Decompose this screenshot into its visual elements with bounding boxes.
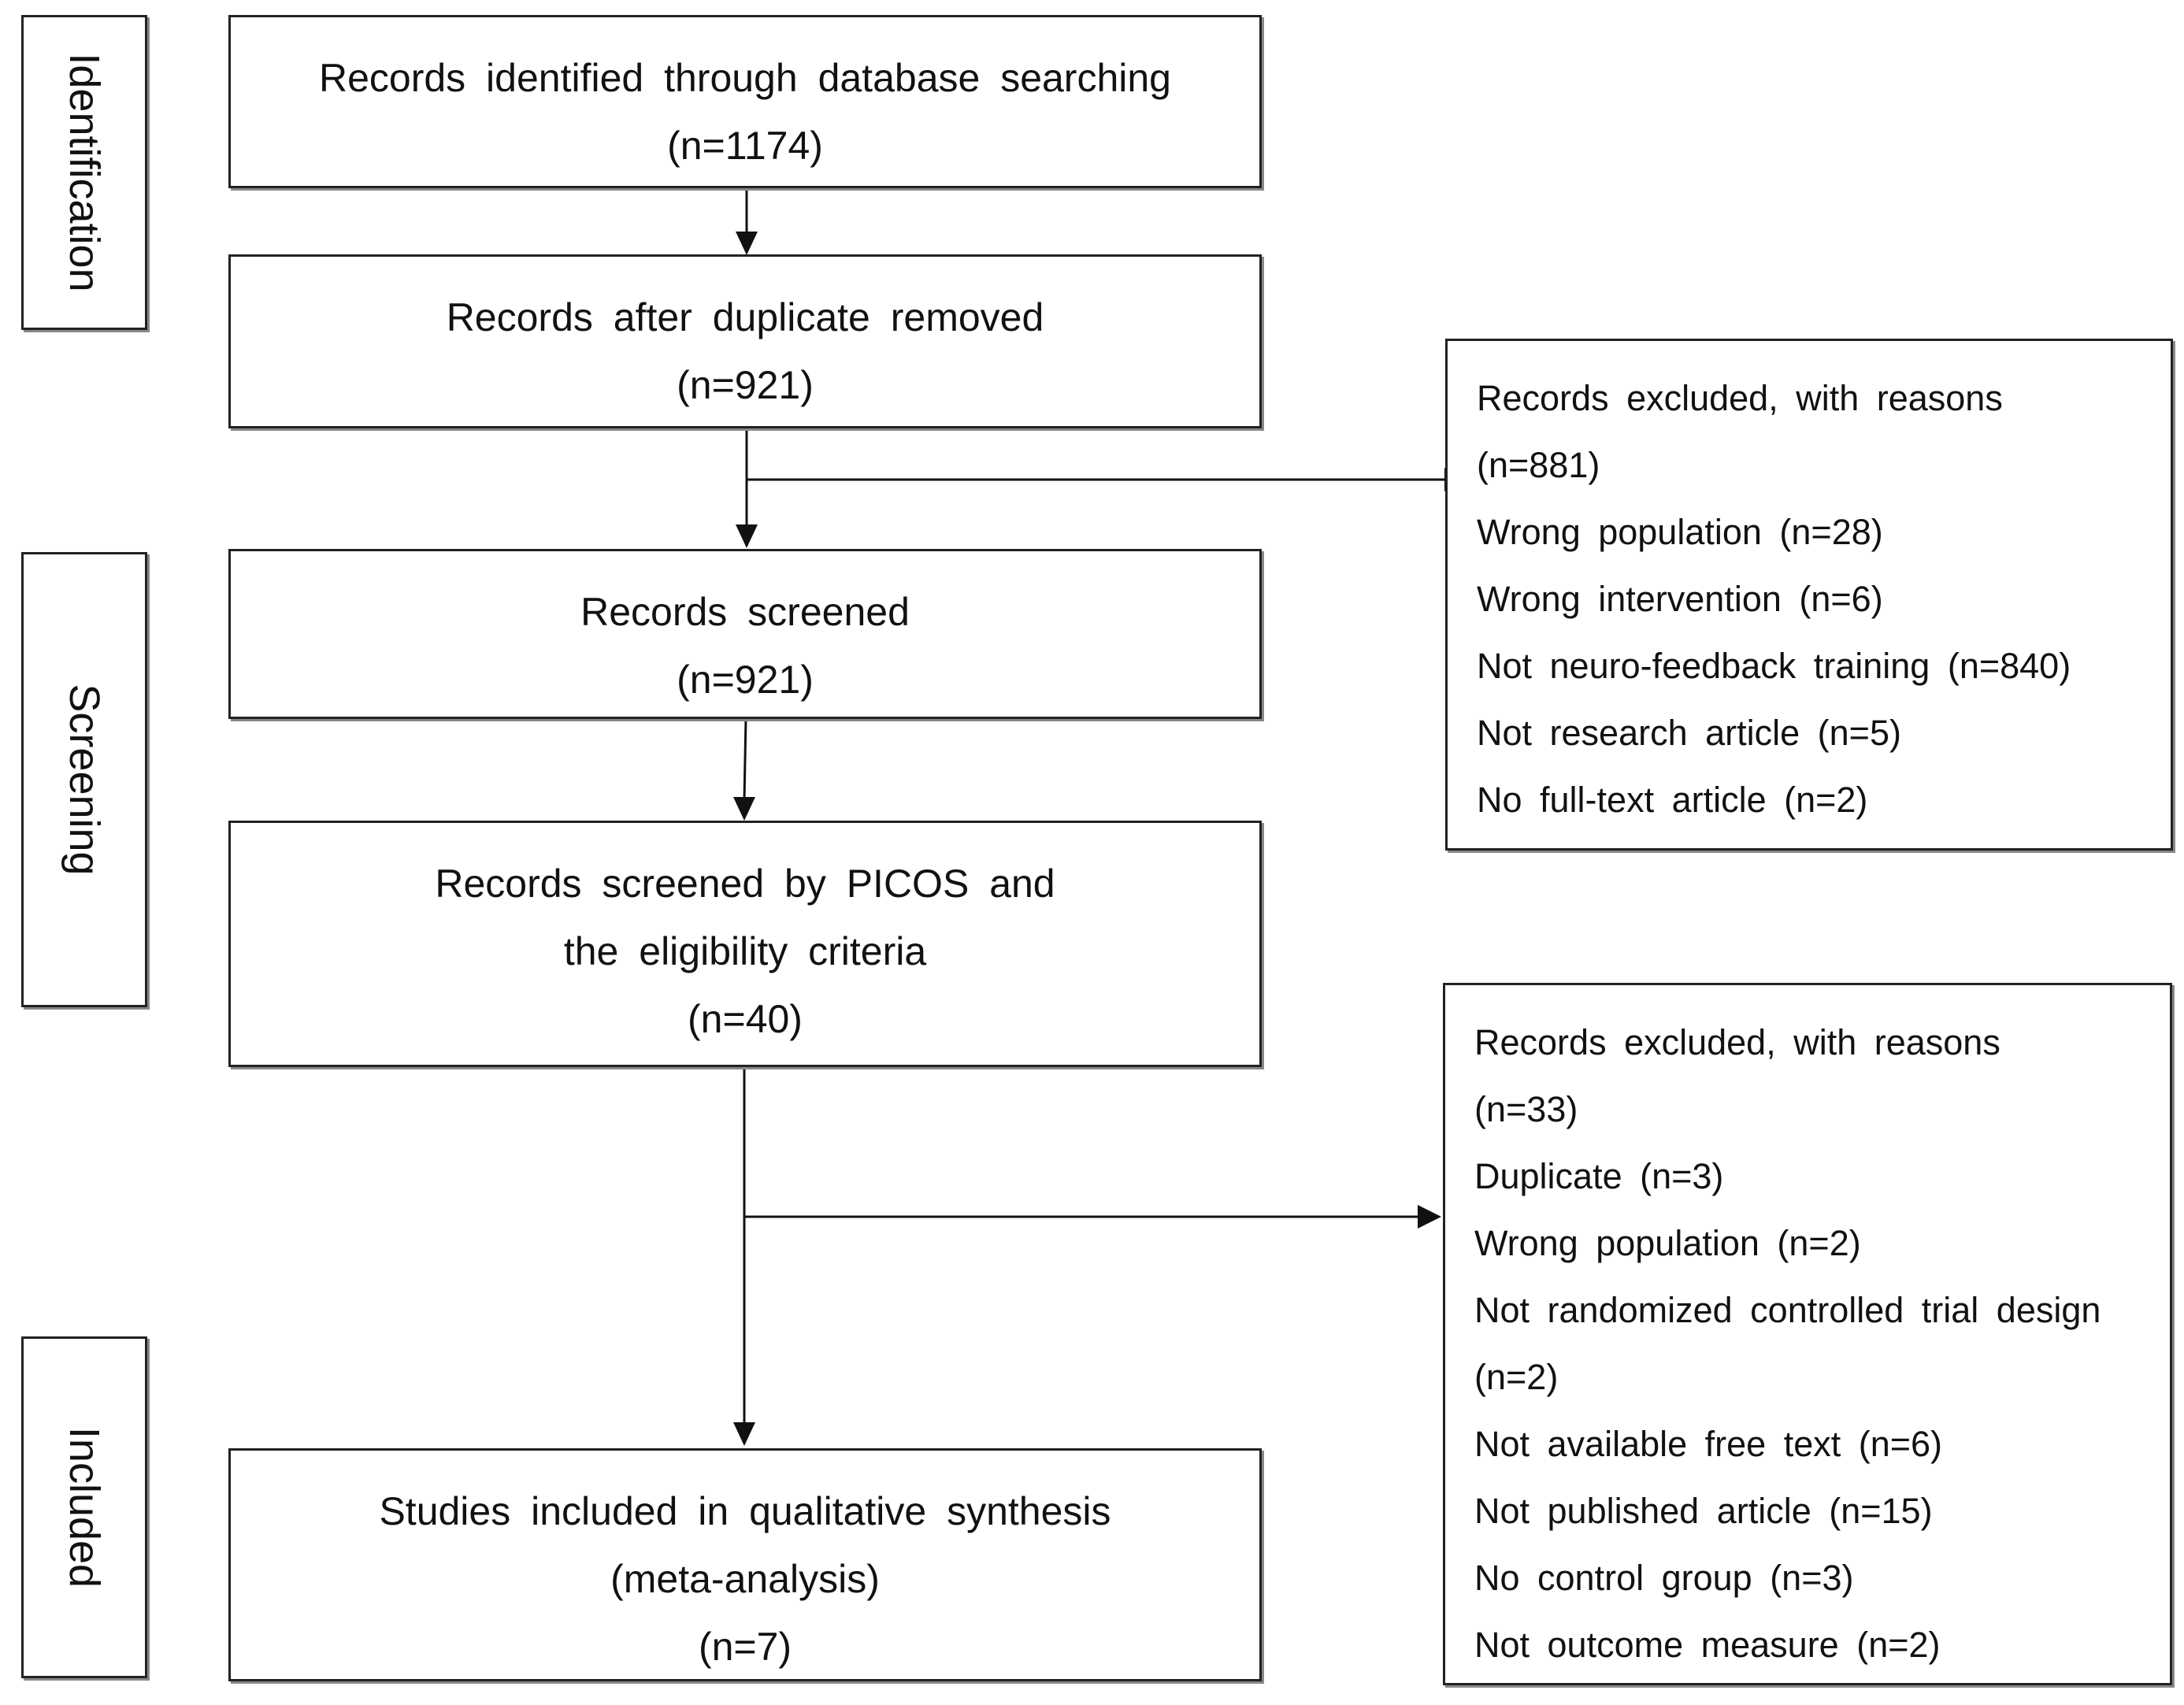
exclusion-item: Not research article (n=5) <box>1477 713 1901 753</box>
box-exclusions-eligibility: Records excluded, with reasons (n=33) Du… <box>1443 983 2172 1685</box>
exclusion-item: Duplicate (n=3) <box>1474 1156 1724 1196</box>
stage-included: Included <box>21 1336 147 1678</box>
box-records-identified: Records identified through database sear… <box>228 15 1262 188</box>
exclusion-item: Not published article (n=15) <box>1474 1491 1933 1531</box>
box-records-picos: Records screened by PICOS and the eligib… <box>228 821 1262 1067</box>
box-records-deduplicated-count: (n=921) <box>677 363 814 407</box>
exclusion-item: Wrong population (n=2) <box>1474 1223 1861 1263</box>
exclusion-item: Wrong intervention (n=6) <box>1477 579 1883 619</box>
exclusion-item: Records excluded, with reasons <box>1477 378 2003 418</box>
exclusion-item: Not available free text (n=6) <box>1474 1424 1943 1464</box>
box-records-picos-line1: Records screened by PICOS and <box>435 862 1055 906</box>
stage-screening: Screening <box>21 552 147 1007</box>
exclusion-item: Wrong population (n=28) <box>1477 512 1883 552</box>
exclusion-item: (n=881) <box>1477 445 1600 485</box>
exclusion-item: (n=33) <box>1474 1089 1578 1129</box>
box-records-deduplicated-line1: Records after duplicate removed <box>446 295 1044 339</box>
stage-included-label: Included <box>61 1426 108 1588</box>
box-studies-included-line1: Studies included in qualitative synthesi… <box>379 1489 1111 1533</box>
box-studies-included-count: (n=7) <box>698 1625 792 1669</box>
box-records-screened: Records screened (n=921) <box>228 549 1262 719</box>
box-records-screened-count: (n=921) <box>677 658 814 702</box>
box-records-deduplicated: Records after duplicate removed (n=921) <box>228 254 1262 428</box>
exclusion-item: Not randomized controlled trial design <box>1474 1290 2101 1330</box>
box-exclusions-screening: Records excluded, with reasons (n=881) W… <box>1445 339 2173 851</box>
box-records-identified-count: (n=1174) <box>667 124 823 168</box>
exclusion-item: Not outcome measure (n=2) <box>1474 1625 1941 1665</box>
box-records-picos-count: (n=40) <box>688 997 803 1041</box>
exclusion-item: Not neuro-feedback training (n=840) <box>1477 646 2071 686</box>
exclusion-item: Records excluded, with reasons <box>1474 1022 2000 1062</box>
box-records-screened-line1: Records screened <box>580 590 910 634</box>
exclusion-item: (n=2) <box>1474 1357 1559 1397</box>
box-studies-included-line2: (meta-analysis) <box>610 1557 880 1601</box>
stage-identification: Identification <box>21 15 147 330</box>
box-records-picos-line2: the eligibility criteria <box>563 929 927 973</box>
stage-screening-label: Screening <box>61 684 108 876</box>
box-studies-included: Studies included in qualitative synthesi… <box>228 1448 1262 1681</box>
box-records-identified-line1: Records identified through database sear… <box>318 56 1171 100</box>
stage-identification-label: Identification <box>61 53 108 292</box>
arrow-screened-to-picos <box>743 717 747 801</box>
exclusion-item: No control group (n=3) <box>1474 1558 1854 1598</box>
exclusion-item: No full-text article (n=2) <box>1477 780 1868 820</box>
